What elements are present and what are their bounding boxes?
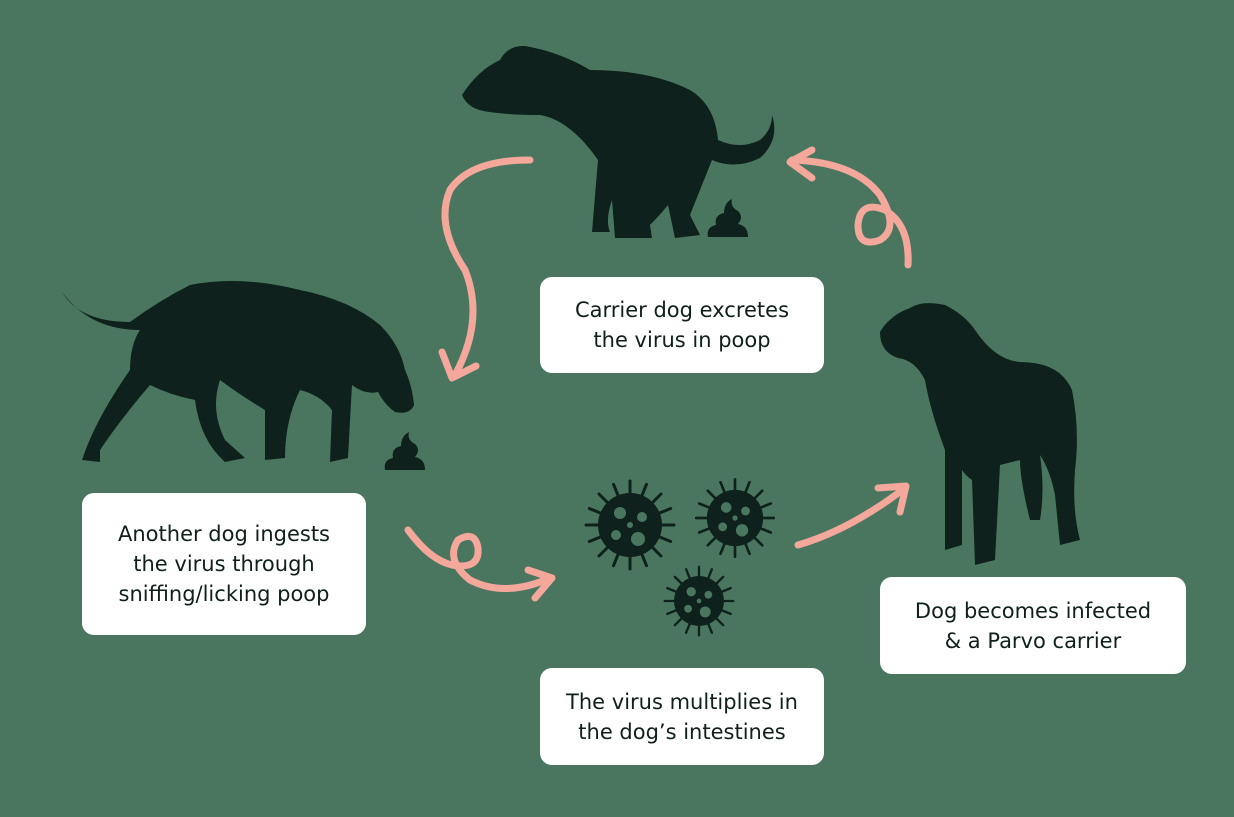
step-text-ingests: Another dog ingests the virus through sn…	[118, 522, 330, 606]
step-card-ingests: Another dog ingests the virus through sn…	[82, 493, 366, 635]
arrow-head-carrier-to-ingests	[438, 348, 480, 382]
step-card-infected: Dog becomes infected & a Parvo carrier	[880, 577, 1186, 674]
infected-dog-silhouette	[880, 303, 1080, 565]
step-card-multiplies: The virus multiplies in the dog’s intest…	[540, 668, 824, 765]
step-card-carrier: Carrier dog excretes the virus in poop	[540, 277, 824, 373]
poop-icon-left	[384, 432, 425, 470]
step-text-carrier: Carrier dog excretes the virus in poop	[574, 298, 790, 352]
virus-icon-1	[584, 479, 676, 571]
arrow-carrier-to-ingests	[441, 156, 534, 379]
arrow-head-multiplies-to-infected	[874, 482, 910, 516]
virus-icon-2	[694, 477, 776, 559]
arrow-infected-to-carrier	[788, 156, 912, 269]
poop-icon-top	[707, 199, 748, 237]
sniffing-dog-silhouette	[62, 281, 414, 462]
step-text-multiplies: The virus multiplies in the dog’s intest…	[566, 689, 798, 744]
arrow-head-infected-to-carrier	[786, 146, 816, 182]
arrow-ingests-to-multiplies	[404, 526, 554, 592]
step-text-infected: Dog becomes infected & a Parvo carrier	[914, 598, 1152, 653]
carrier-dog-silhouette	[462, 45, 775, 238]
arrow-multiplies-to-infected	[794, 484, 909, 549]
arrow-head-ingests-to-multiplies	[524, 566, 556, 602]
virus-icon-3	[663, 565, 735, 637]
